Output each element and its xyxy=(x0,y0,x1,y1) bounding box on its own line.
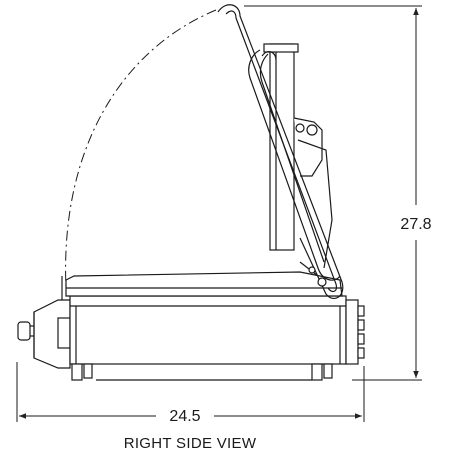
rear-housing xyxy=(345,299,365,365)
grill-body xyxy=(17,4,365,381)
base-cabinet xyxy=(69,295,347,365)
height-dimension xyxy=(244,5,422,381)
width-dimension-label: 24.5 xyxy=(169,408,200,425)
upper-platen xyxy=(263,43,299,251)
width-dimension xyxy=(16,362,365,422)
height-dimension-label: 27.8 xyxy=(400,216,431,233)
control-knob xyxy=(17,299,71,369)
swing-arc xyxy=(65,9,217,289)
feet xyxy=(71,363,333,381)
view-title: RIGHT SIDE VIEW xyxy=(124,435,257,452)
lower-platen xyxy=(61,271,343,300)
hinge-bracket xyxy=(293,117,333,277)
handle-arm xyxy=(217,4,344,299)
